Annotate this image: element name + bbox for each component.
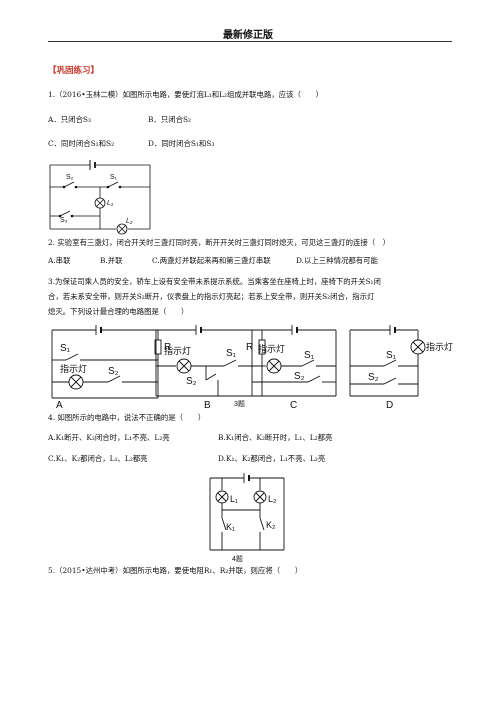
q3-option-c-circuit: 指示灯 S₁ S₂ C [251,325,337,410]
q3-option-b-circuit: 指示灯 S₁ R S₂ B 3题 [155,325,266,410]
q4-fig-l1: L₁ [230,494,238,504]
q4-caption: 4题 [232,555,243,563]
q3-label-a: A [56,400,63,410]
q3-stem-line3: 熄灭。下列设计最合理的电路图是（ ） [48,307,189,316]
q3-stem-line1: 3.为保证司乘人员的安全，轿车上设有安全带未系提示系统。当乘客坐在座椅上时，座椅… [48,277,381,286]
q2-stem: 2. 实验室有三盏灯，闭合开关时三盏灯同时亮，断开开关时三盏灯同时熄灭，可见这三… [48,238,390,247]
q4-option-a: A.K₁断开、K₂闭合时，L₁不亮、L₂亮 [48,433,170,442]
q1-fig-l2-label: L₂ [126,218,133,225]
q3-c-s1: S₁ [304,350,315,361]
q4-stem: 4. 如图所示的电路中，说法不正确的是（ ） [48,413,206,422]
q3-option-d-circuit: 指示灯 S₁ S₂ D [349,325,453,410]
q1-circuit-diagram: S₂ S₁ S₃ L₁ L₂ [49,160,151,235]
q4-option-b: B.K₁闭合、K₂断开时，L₁、L₂都亮 [218,433,333,442]
page-header-title: 最新修正版 [223,30,273,41]
q3-label-c: C [290,400,297,410]
q3-c-s2: S₂ [294,371,305,382]
q1-fig-s1-label: S₁ [110,174,118,181]
q3-stem-line2: 合，若未系安全带，则开关S₂断开，仪表盘上的指示灯亮起；若系上安全带，则开关S₂… [48,292,375,301]
q1-fig-s2-label: S₂ [66,174,74,181]
q4-option-d: D.K₁、K₂都闭合，L₁不亮、L₂亮 [218,454,326,463]
q3-c-lamp: 指示灯 [258,343,285,354]
q4-circuit-diagram: L₁ L₂ K₁ K₂ 4题 [209,473,285,563]
q5-stem: 5.（2015•达州中考）如图所示电路，要使电阻R₁、R₂并联，则应将（ ） [48,566,303,575]
q2-option-c: C.两盏灯并联起来再和第三盏灯串联 [152,256,271,265]
q4-option-c: C.K₁、K₂都闭合，L₁、L₂都亮 [48,454,148,463]
q3-a-s2: S₂ [108,366,119,377]
q3-b-lamp: 指示灯 [164,345,191,356]
q3-a-lamp: 指示灯 [60,363,87,374]
q3-d-lamp: 指示灯 [426,341,453,352]
section-title: 【巩固练习】 [48,66,100,76]
q4-fig-k2: K₂ [266,520,276,530]
q1-option-b: B．只闭合S₂ [148,115,192,124]
q3-caption: 3题 [234,400,245,408]
q2-option-a: A.串联 [48,256,71,265]
q1-stem: 1.（2016•玉林二模）如图所示电路，要使灯泡L₁和L₂组成并联电路，应该（ … [48,90,324,99]
q2-option-d: D.以上三种情况都有可能 [296,256,378,265]
q3-a-r: R [164,342,171,353]
q3-a-s1: S₁ [60,343,71,354]
q4-fig-l2: L₂ [268,494,277,504]
q3-b-s1: S₁ [226,348,237,359]
q3-option-a-circuit: S₁ R 指示灯 S₂ A [51,325,171,410]
q1-option-a: A．只闭合S₃ [48,115,91,124]
q1-fig-s3-label: S₃ [60,217,68,224]
q1-fig-l1-label: L₁ [107,200,114,207]
q3-label-b: B [204,400,211,410]
q1-option-d: D．同时闭合S₁和S₃ [148,139,215,148]
q3-d-s2: S₂ [368,372,379,383]
q3-circuit-options: S₁ R 指示灯 S₂ A 指示灯 S₁ R S₂ B 3题 [51,325,453,410]
q2-option-b: B.并联 [100,256,123,265]
q3-d-s1: S₁ [386,350,397,361]
q3-label-d: D [386,400,393,410]
q3-b-r: R [246,342,253,353]
q1-option-c: C．同时闭合S₁和S₂ [48,139,115,148]
header-rule [48,41,452,42]
q4-fig-k1: K₁ [226,522,235,532]
q3-b-s2: S₂ [186,376,197,387]
